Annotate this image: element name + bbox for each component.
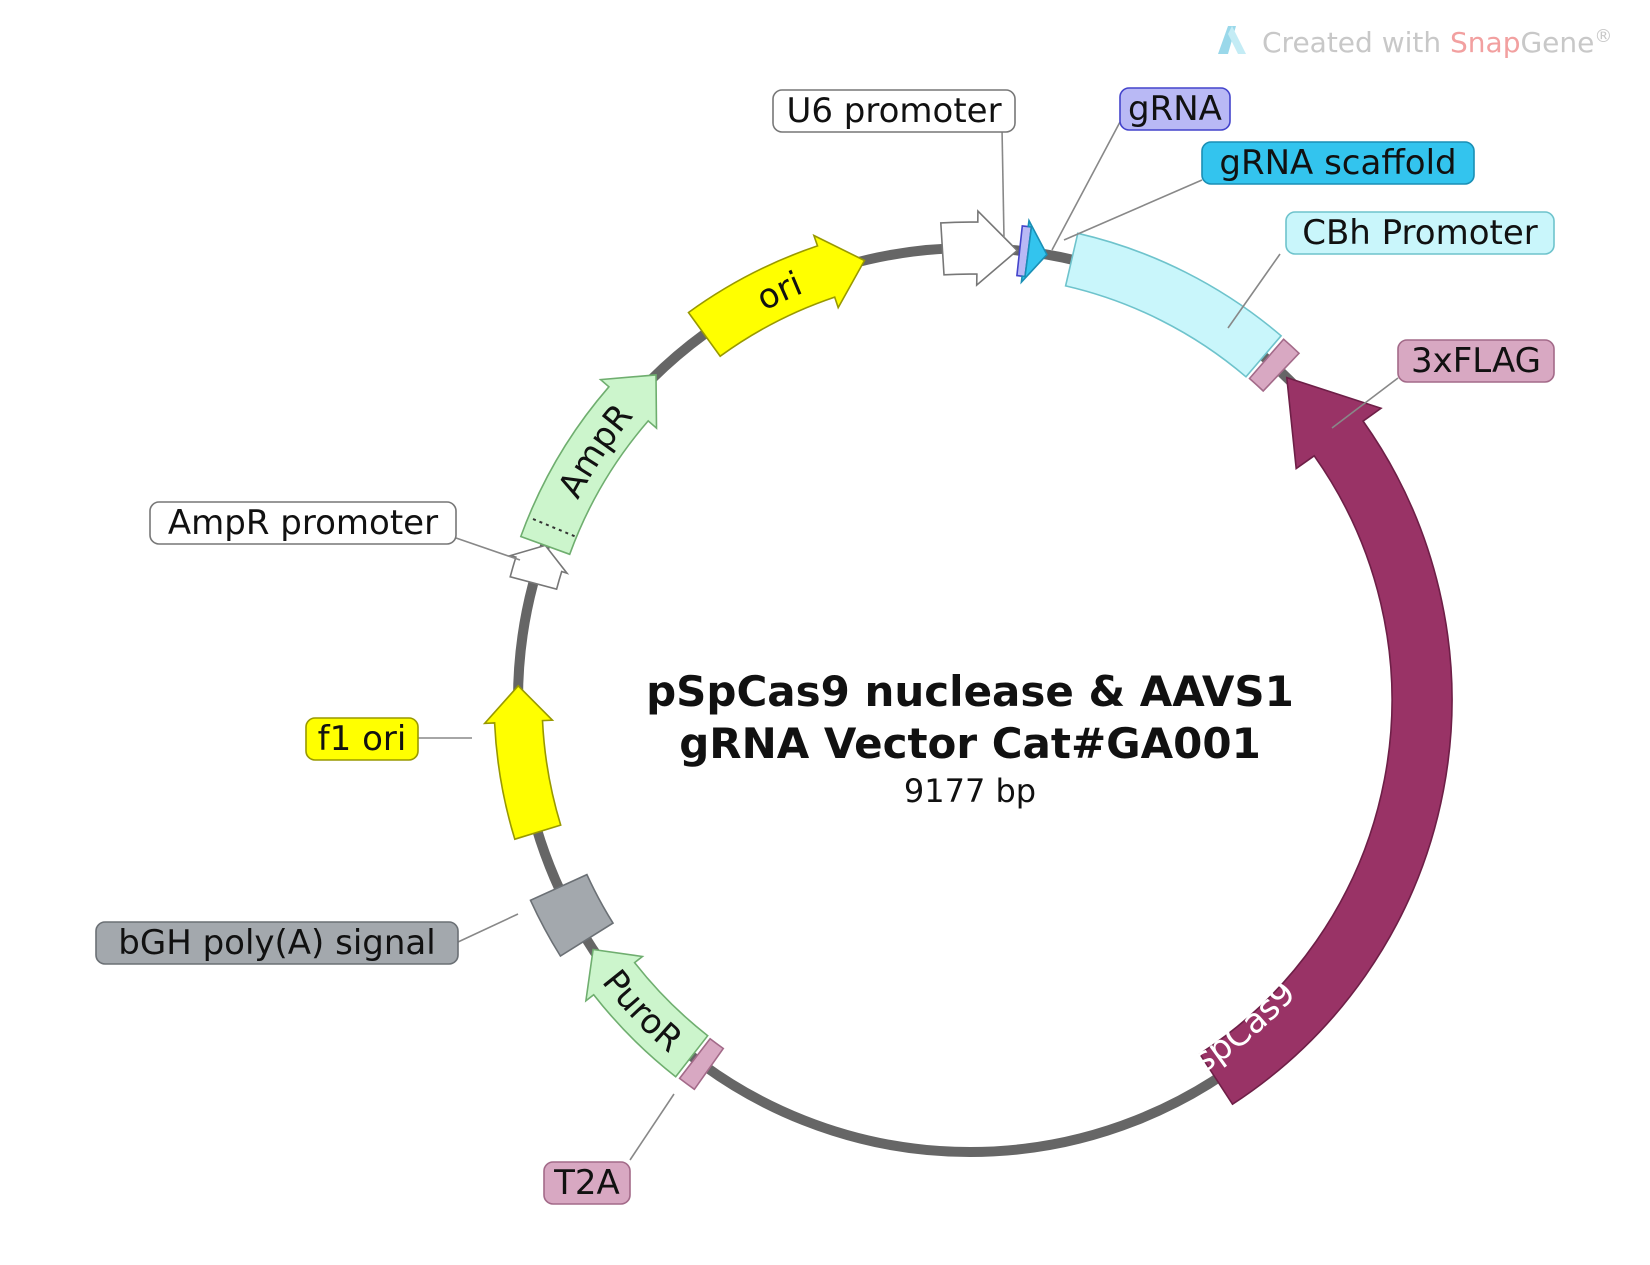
leader-u6 (1001, 127, 1005, 239)
grna-label-box (1119, 87, 1231, 131)
scaffold-label: gRNA scaffold (1201, 141, 1475, 185)
scaffold-label-box (1201, 141, 1475, 185)
bgh-label: bGH poly(A) signal (95, 921, 459, 965)
snapgene-watermark: Created with SnapGene® (1218, 26, 1612, 59)
ampr-feature (519, 374, 658, 556)
ampr-promoter-feature (507, 544, 570, 591)
flag-label-box (1397, 339, 1555, 383)
leader-flag (1331, 377, 1399, 429)
u6-label: U6 promoter (772, 89, 1016, 133)
snapgene-logo-icon (1218, 26, 1246, 54)
flag-feature (1248, 338, 1301, 393)
ampr-promoter-label-box (149, 501, 457, 545)
f1ori-label-box (305, 717, 419, 761)
ori-feature (687, 233, 866, 358)
u6-label-box (772, 89, 1016, 133)
spcas9-feature (1198, 376, 1453, 1106)
u6-feature (939, 209, 1019, 287)
scaffold-feature (1020, 218, 1048, 285)
svg-text:Created with SnapGene®: Created with SnapGene® (1262, 26, 1612, 59)
leader-lines (418, 121, 1399, 1161)
plasmid-length: 9177 bp (904, 772, 1036, 810)
f1ori-label: f1 ori (305, 717, 419, 761)
watermark-brand-snap: Snap (1450, 26, 1520, 59)
puror-feature (584, 948, 709, 1078)
flag-label: 3xFLAG (1397, 339, 1555, 383)
leader-scaffold (1063, 179, 1203, 241)
t2a-label: T2A (543, 1161, 631, 1205)
t2a-label-text: T2A (553, 1163, 620, 1203)
ampr-promoter-label-text: AmpR promoter (168, 503, 438, 543)
f1ori-label-text: f1 ori (318, 719, 407, 759)
leader-cbh (1227, 253, 1281, 329)
cbh-label: CBh Promoter (1285, 211, 1555, 255)
bgh-label-box (95, 921, 459, 965)
ampr-promoter-boundary (529, 516, 575, 538)
leader-t2a (629, 1093, 675, 1161)
leader-bgh (457, 913, 519, 943)
t2a-feature (678, 1037, 725, 1091)
grna-label-text: gRNA (1128, 89, 1222, 129)
u6-label-text: U6 promoter (786, 91, 1001, 131)
bgh-feature (529, 873, 615, 958)
cbh-label-text: CBh Promoter (1302, 213, 1538, 253)
cbh-feature (1064, 232, 1283, 378)
cbh-label-box (1285, 211, 1555, 255)
leader-grna (1051, 121, 1121, 251)
f1ori-feature (482, 684, 562, 841)
watermark-prefix: Created with (1262, 26, 1450, 59)
leader-amprp (455, 537, 521, 561)
plasmid-title-block: pSpCas9 nuclease & AAVS1 gRNA Vector Cat… (646, 667, 1294, 810)
plasmid-title-line2: gRNA Vector Cat#GA001 (679, 719, 1261, 768)
watermark-registered-mark: ® (1594, 26, 1612, 47)
flag-label-text: 3xFLAG (1411, 341, 1541, 381)
grna-label: gRNA (1119, 87, 1231, 131)
ampr-promoter-label: AmpR promoter (149, 501, 457, 545)
watermark-brand-gene: Gene (1520, 26, 1594, 59)
bgh-label-text: bGH poly(A) signal (118, 923, 435, 963)
plasmid-title-line1: pSpCas9 nuclease & AAVS1 (646, 667, 1294, 716)
scaffold-label-text: gRNA scaffold (1219, 143, 1456, 183)
t2a-label-box (543, 1161, 631, 1205)
